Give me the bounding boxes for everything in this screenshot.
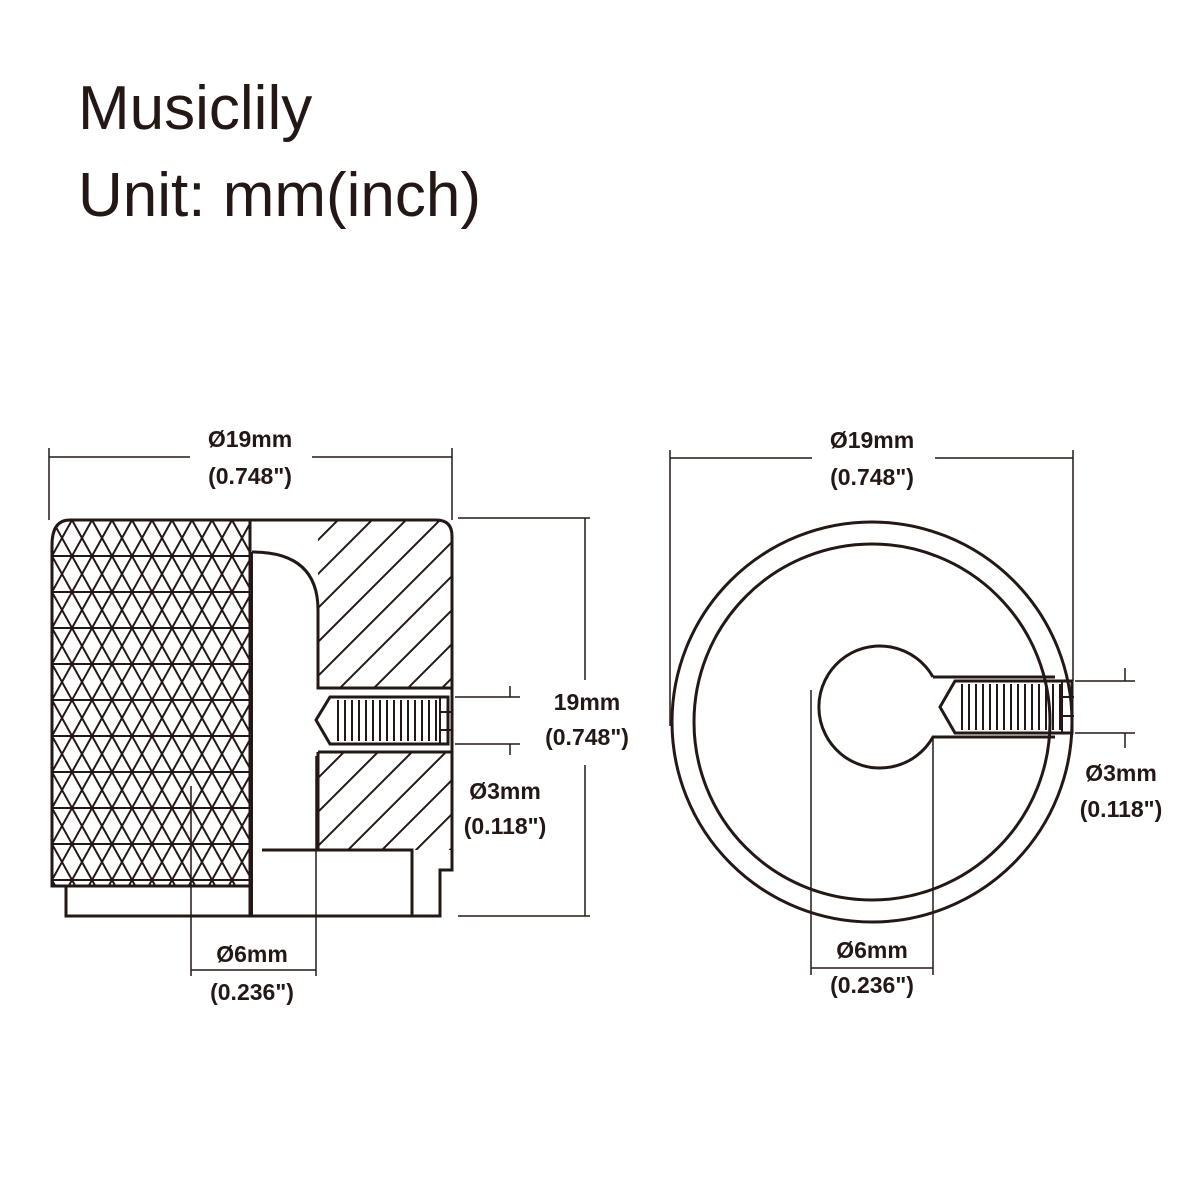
side-screw-dia-imperial: (0.118") [464,813,547,839]
side-screw-dia-metric: Ø3mm [469,778,541,804]
dim-shaft-side [190,756,317,976]
top-screw-dia-metric: Ø3mm [1085,760,1157,786]
side-outer-dia-metric: Ø19mm [208,426,292,452]
dim-screw-side [455,686,520,755]
top-set-screw [938,679,1074,735]
top-view [669,450,1135,975]
skirt-outline [52,884,250,918]
shaft-bore [251,550,452,916]
dim-outer-diameter-top [669,450,1074,726]
brand-title: Musiclily [78,74,313,143]
dim-screw-top [1075,668,1135,748]
shaft-hole-channel [817,644,1055,770]
side-shaft-dia-imperial: (0.236") [210,979,294,1005]
top-outer-dia-imperial: (0.748") [830,464,914,490]
side-outer-dia-imperial: (0.748") [208,463,292,489]
unit-title: Unit: mm(inch) [78,161,482,230]
side-height-imperial: (0.748") [545,724,629,750]
top-shaft-dia-metric: Ø6mm [836,937,908,963]
inner-rim [692,542,1052,902]
body-outline [248,518,454,918]
side-height-metric: 19mm [554,689,620,715]
side-shaft-dia-metric: Ø6mm [216,941,288,967]
top-outer-dia-metric: Ø19mm [830,427,914,453]
set-screw [314,695,452,746]
knurl-pattern [52,520,250,886]
dim-shaft-top [810,690,934,975]
dim-height-side [458,517,590,917]
top-screw-dia-imperial: (0.118") [1080,796,1163,822]
dim-outer-diameter-side [48,448,453,520]
top-shaft-dia-imperial: (0.236") [830,972,914,998]
